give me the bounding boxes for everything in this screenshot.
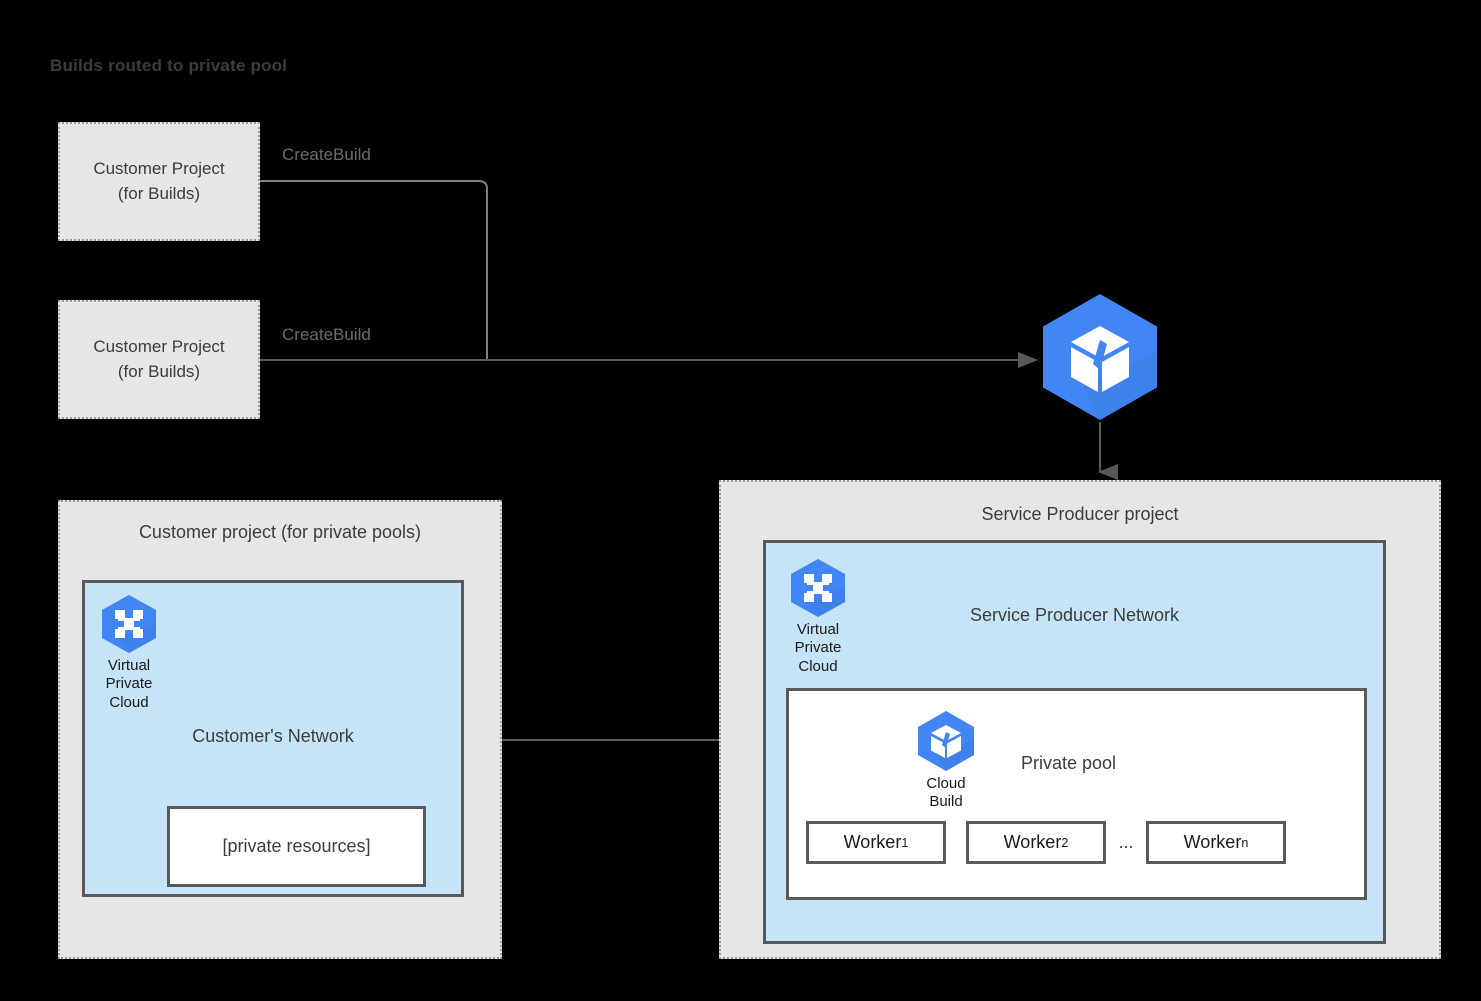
page-title: Builds routed to private pool (50, 56, 288, 75)
customer-private-pools-title: Customer project (for private pools) (138, 522, 422, 542)
cloud-build-icon-group: Cloud Build (915, 709, 977, 812)
vpc-caption-line2: Private (794, 639, 842, 657)
customers-network-box: Virtual Private Cloud Customer's Network… (82, 580, 464, 897)
customers-network-title: Customer's Network (192, 726, 354, 746)
customer-project-for-builds-box-1: Customer Project (for Builds) (58, 122, 260, 241)
private-resources-box: [private resources] (167, 806, 426, 887)
virtual-private-cloud-icon (102, 595, 156, 653)
customer-project-line1: Customer Project (93, 158, 225, 178)
worker-ellipsis: ... (1118, 832, 1134, 852)
customer-project-line1: Customer Project (93, 336, 225, 356)
service-producer-network-box: Virtual Private Cloud Service Producer N… (763, 540, 1386, 944)
cloud-build-caption-line1: Cloud (926, 775, 966, 792)
customer-project-for-builds-box-2: Customer Project (for Builds) (58, 300, 260, 419)
vpc-caption-line3: Cloud (798, 657, 838, 675)
worker-label: Worker (1183, 832, 1242, 852)
customer-project-line2: (for Builds) (117, 183, 201, 203)
createbuild-label-2: CreateBuild (282, 325, 371, 344)
cloud-build-caption-line2: Build (929, 793, 963, 811)
producer-vpc-icon-group: Virtual Private Cloud (788, 557, 848, 676)
service-producer-title: Service Producer project (981, 504, 1179, 524)
worker-index: n (1241, 835, 1249, 850)
vpc-caption-line1: Virtual (796, 621, 840, 638)
service-producer-network-title: Service Producer Network (969, 605, 1180, 625)
vpc-caption-line3: Cloud (109, 693, 149, 711)
worker-index: 2 (1061, 835, 1069, 850)
vpc-caption-line2: Private (105, 675, 153, 693)
virtual-private-cloud-icon (791, 559, 845, 617)
worker-label: Worker (843, 832, 902, 852)
customer-project-private-pools-panel: Customer project (for private pools) Vir… (58, 500, 502, 959)
cloud-build-icon (918, 711, 974, 771)
service-producer-project-panel: Service Producer project Virtual Priv (719, 480, 1441, 959)
customer-project-line2: (for Builds) (117, 361, 201, 381)
worker-index: 1 (901, 835, 909, 850)
cloud-build-service-icon (1041, 292, 1159, 422)
vpc-caption-line1: Virtual (107, 657, 151, 674)
private-pool-title: Private pool (1021, 753, 1117, 773)
customer-vpc-icon-group: Virtual Private Cloud (99, 593, 159, 712)
worker-label: Worker (1003, 832, 1062, 852)
createbuild-label-1: CreateBuild (282, 145, 371, 164)
